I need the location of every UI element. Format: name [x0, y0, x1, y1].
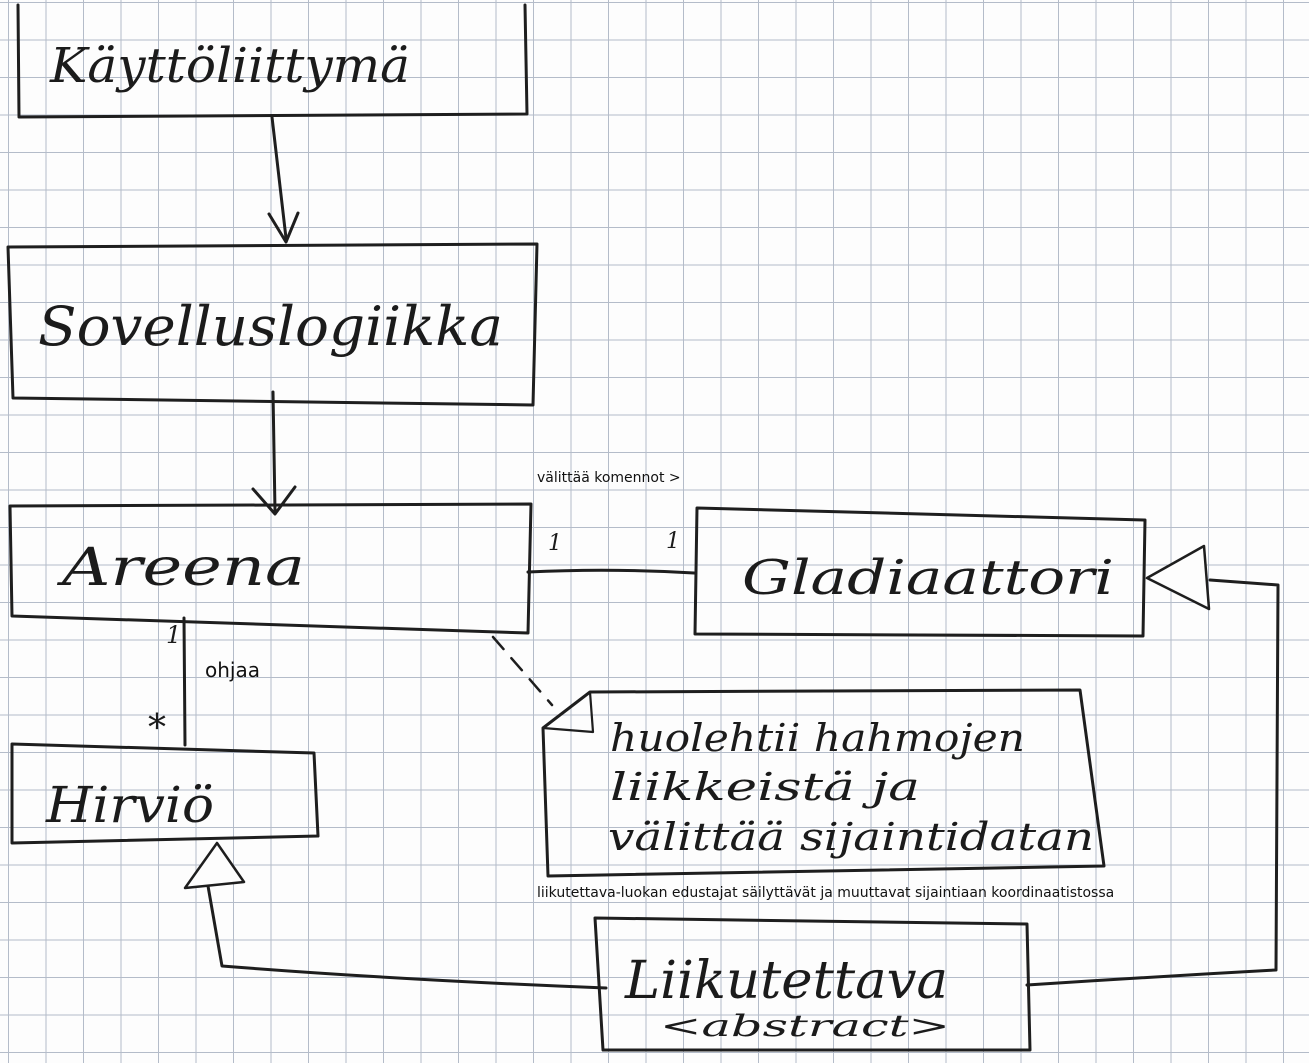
dependency-ui-to-logic [267, 115, 300, 244]
association-areena-gladiaattori: 1 1 [526, 529, 696, 575]
note-line-2: liikkeistä ja [610, 765, 920, 809]
generalization-line [206, 884, 608, 990]
class-name-sovelluslogiikka: Sovelluslogiikka [38, 295, 503, 358]
multiplicity-gladiaattori-side: 1 [666, 529, 680, 554]
note-anchor-line [491, 635, 554, 707]
generalization-triangle-icon [183, 841, 246, 890]
generalization-gladiaattori [1025, 544, 1280, 987]
note-folded-corner-icon [541, 690, 595, 734]
class-sovelluslogiikka: Sovelluslogiikka [6, 242, 539, 407]
class-name-liikutettava: Liikutettava [624, 951, 948, 1011]
note-line-3: välittää sijaintidatan [608, 815, 1094, 859]
dependency-line [270, 115, 288, 240]
class-name-hirvio: Hirviö [45, 776, 214, 834]
class-box-liikutettava [593, 916, 1032, 1052]
association-line [526, 568, 696, 575]
class-name-gladiaattori: Gladiaattori [742, 550, 1114, 606]
dependency-logic-to-areena [251, 390, 297, 516]
annotation-liikutettava: liikutettava-luokan edustajat säilyttävä… [537, 885, 1115, 901]
association-label-valittaa-komennot: välittää komennot > [537, 470, 681, 486]
class-stereotype-liikutettava: <abstract> [660, 1009, 950, 1044]
generalization-hirvio [183, 841, 608, 990]
multiplicity-areena-side: 1 [166, 621, 181, 649]
note-box [541, 688, 1106, 878]
class-box-sovelluslogiikka [6, 242, 539, 407]
class-box-kayttoliittyma [16, 3, 529, 119]
generalization-triangle-icon [1145, 544, 1211, 611]
multiplicity-hirvio-side: * [148, 708, 166, 749]
class-box-gladiaattori [693, 506, 1147, 638]
class-name-kayttoliittyma: Käyttöliittymä [49, 38, 410, 94]
class-areena: Areena [8, 502, 533, 635]
association-line [182, 616, 187, 747]
association-label-ohjaa: ohjaa [205, 658, 260, 682]
class-liikutettava: Liikutettava <abstract> [593, 916, 1032, 1052]
class-name-areena: Areena [57, 538, 305, 598]
arrowhead-open-icon [267, 211, 300, 244]
arrowhead-open-icon [251, 485, 297, 516]
class-box-hirvio [10, 742, 320, 845]
multiplicity-areena-side: 1 [548, 531, 562, 556]
association-areena-hirvio: 1 * [148, 616, 187, 749]
class-box-areena [8, 502, 533, 635]
class-gladiaattori: Gladiaattori [693, 506, 1147, 638]
note-line-1: huolehtii hahmojen [610, 716, 1025, 760]
dependency-line [271, 390, 277, 513]
note-areena: huolehtii hahmojen liikkeistä ja välittä… [491, 635, 1106, 878]
class-kayttoliittyma: Käyttöliittymä [16, 3, 529, 119]
class-hirvio: Hirviö [10, 742, 320, 845]
generalization-line [1025, 578, 1280, 987]
